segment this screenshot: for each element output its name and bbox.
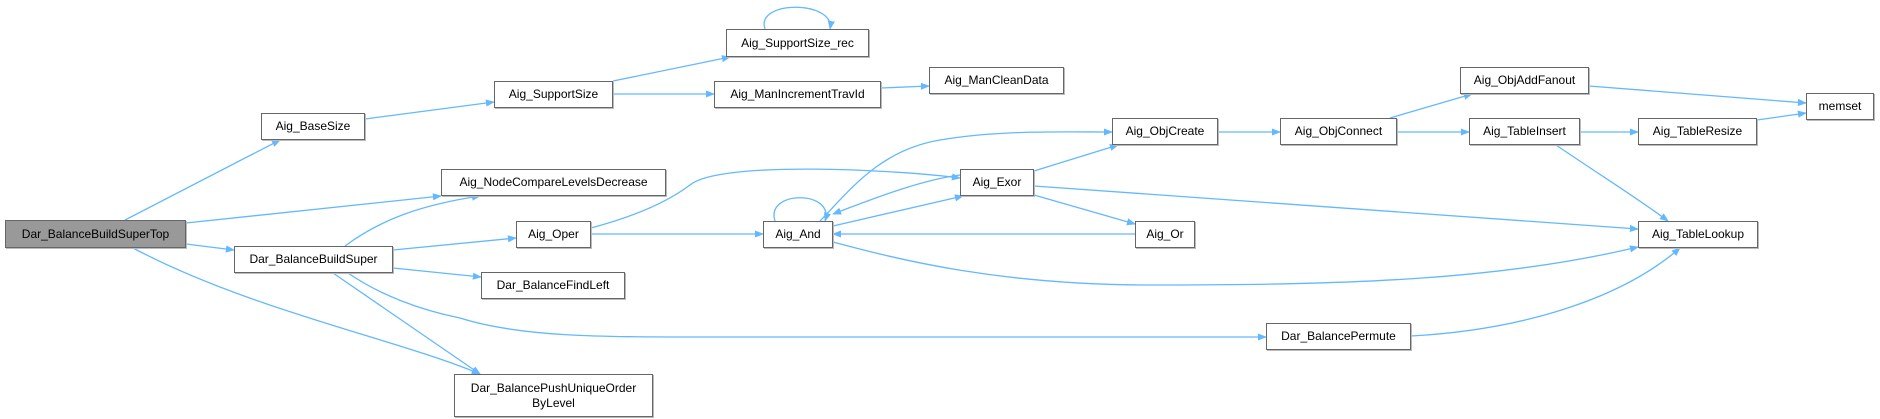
- edge-tableinsert-tablelookup: [1555, 144, 1669, 222]
- edge-tableresize-memset: [1756, 110, 1807, 121]
- edge-and-objcreate: [819, 128, 1113, 222]
- node-aig-oper[interactable]: Aig_Oper: [516, 221, 591, 248]
- edge-rec-self: [763, 6, 835, 30]
- node-aig-and[interactable]: Aig_And: [763, 221, 833, 248]
- edge-manincrement-mancleandata: [880, 82, 930, 90]
- node-aig-or[interactable]: Aig_Or: [1135, 221, 1195, 248]
- edge-exor-or: [1033, 194, 1136, 226]
- node-aig-mancleandata[interactable]: Aig_ManCleanData: [929, 67, 1064, 94]
- edge-supertop-basesize: [124, 139, 281, 221]
- node-aig-supportsize-rec[interactable]: Aig_SupportSize_rec: [726, 29, 869, 57]
- edge-basesize-supportsize: [364, 99, 495, 120]
- edge-exor-objcreate: [1033, 143, 1119, 172]
- node-aig-objaddfanout[interactable]: Aig_ObjAddFanout: [1460, 67, 1589, 94]
- node-aig-basesize[interactable]: Aig_BaseSize: [261, 113, 365, 140]
- node-aig-objconnect[interactable]: Aig_ObjConnect: [1280, 118, 1397, 145]
- node-aig-nodecomparelevelsdecrease[interactable]: Aig_NodeCompareLevelsDecrease: [441, 169, 666, 196]
- edge-buildsuper-permute: [347, 272, 1267, 341]
- edge-objaddfanout-memset: [1588, 85, 1807, 106]
- edge-buildsuper-oper: [392, 235, 517, 251]
- edge-exor-tablelookup: [1033, 185, 1639, 233]
- node-aig-supportsize[interactable]: Aig_SupportSize: [494, 81, 613, 108]
- edge-permute-tablelookup: [1410, 247, 1681, 337]
- node-aig-manincrementtravid[interactable]: Aig_ManIncrementTravId: [714, 81, 881, 108]
- edge-and-tablelookup: [832, 241, 1639, 286]
- edge-exor-and: [832, 174, 961, 215]
- edge-supportsize-rec: [612, 55, 731, 82]
- edge-and-self: [773, 197, 831, 222]
- edge-oper-exor: [590, 168, 961, 229]
- node-aig-objcreate[interactable]: Aig_ObjCreate: [1112, 118, 1218, 145]
- edge-buildsuper-pushunique: [332, 272, 481, 375]
- edge-objconnect-objaddfanout: [1389, 92, 1473, 119]
- node-dar-balancefindleft[interactable]: Dar_BalanceFindLeft: [481, 272, 625, 299]
- node-aig-tablelookup[interactable]: Aig_TableLookup: [1638, 221, 1758, 248]
- edge-buildsuper-nodecompare: [344, 193, 481, 247]
- edge-supertop-buildsuper: [185, 243, 235, 253]
- node-aig-exor[interactable]: Aig_Exor: [960, 169, 1034, 196]
- node-memset[interactable]: memset: [1806, 93, 1874, 120]
- node-label-line-1: Dar_BalancePushUniqueOrder: [470, 380, 637, 395]
- node-dar-balancepermute[interactable]: Dar_BalancePermute: [1266, 323, 1411, 350]
- node-label-line-2: ByLevel: [532, 395, 575, 410]
- node-dar-balancepushuniqueorderbylevel[interactable]: Dar_BalancePushUniqueOrder ByLevel: [454, 374, 653, 417]
- edge-buildsuper-findleft: [392, 267, 482, 280]
- node-aig-tableinsert[interactable]: Aig_TableInsert: [1469, 118, 1580, 145]
- edge-and-exor: [832, 194, 964, 227]
- node-aig-tableresize[interactable]: Aig_TableResize: [1638, 118, 1757, 145]
- node-dar-balancebuildsuper[interactable]: Dar_BalanceBuildSuper: [234, 246, 393, 273]
- edge-supertop-pushunique: [132, 247, 481, 375]
- edge-supertop-nodecompare: [185, 193, 442, 224]
- node-dar-balancebuildsupertop[interactable]: Dar_BalanceBuildSuperTop: [5, 220, 186, 248]
